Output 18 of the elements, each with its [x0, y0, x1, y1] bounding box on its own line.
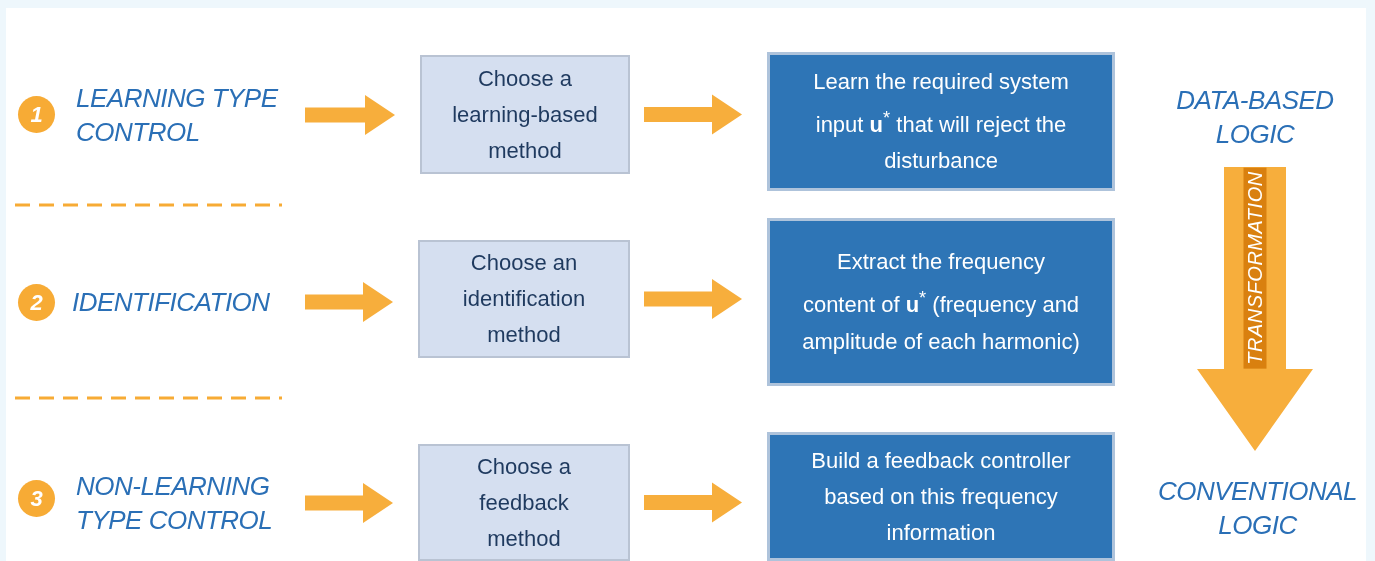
- method-box: Choose a learning-based method: [420, 55, 630, 174]
- arrow: [305, 483, 393, 523]
- arrow: [644, 279, 742, 319]
- stage-label: NON-LEARNING TYPE CONTROL: [76, 470, 274, 537]
- arrow: [644, 94, 742, 135]
- logic-label: DATA-BASED LOGIC: [1175, 84, 1335, 151]
- arrow: [305, 282, 393, 322]
- edge-label: TRANSFORMATION: [1243, 167, 1267, 369]
- method-box: Choose a feedback method: [418, 444, 630, 561]
- stage-label: LEARNING TYPE CONTROL: [76, 82, 280, 149]
- process-box: Build a feedback controller based on this frequency information: [767, 432, 1115, 561]
- arrow: [644, 482, 742, 523]
- stage-label: IDENTIFICATION: [72, 286, 270, 319]
- process-box: Learn the required system input u$^{*}$ that will reject the disturbance: [767, 52, 1115, 191]
- method-box: Choose an identification method: [418, 240, 630, 358]
- logic-label: CONVENTIONAL LOGIC: [1156, 475, 1359, 542]
- process-box: Extract the frequency content of u$^{*}$ (frequency and amplitude of each harmonic): [767, 218, 1115, 386]
- arrow: [305, 95, 395, 135]
